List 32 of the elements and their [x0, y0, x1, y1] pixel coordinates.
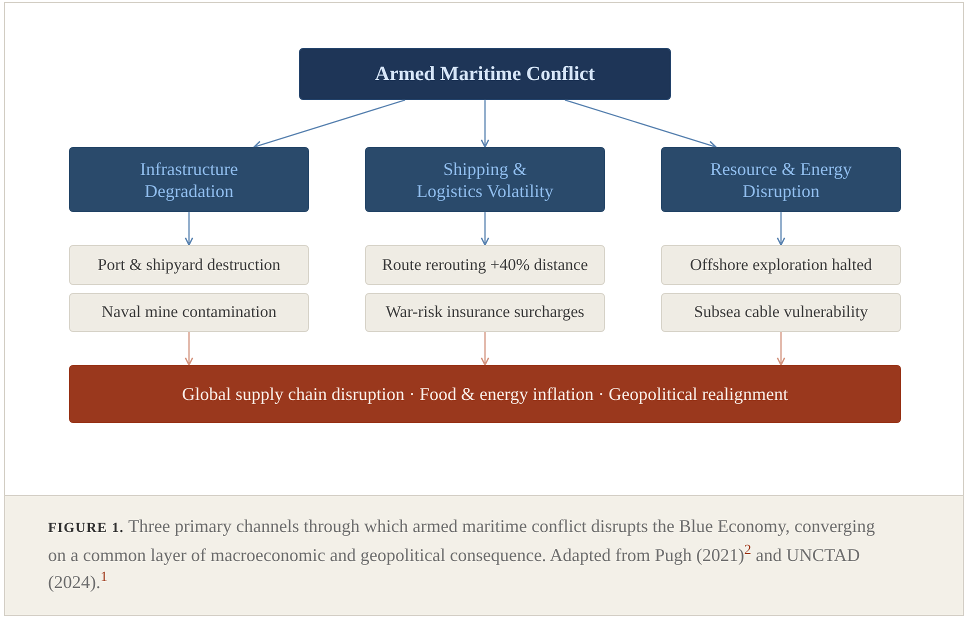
channel-label: Shipping & Logistics Volatility — [416, 158, 554, 202]
effect-box — [661, 293, 901, 332]
root-cause-box — [299, 48, 671, 100]
effect-box — [69, 245, 309, 285]
arrow — [480, 212, 490, 246]
effect-box — [69, 293, 309, 332]
effect-label: Port & shipyard destruction — [98, 254, 280, 276]
channel-label: Infrastructure Degradation — [139, 158, 239, 202]
consequence-label: Global supply chain disruption · Food & energy inflation · Geopolitical realignment — [182, 382, 788, 406]
root-cause-title: Armed Maritime Conflict — [375, 62, 595, 86]
effect-label: Naval mine contamination — [101, 302, 277, 323]
channel-box — [661, 147, 901, 212]
arrow — [564, 99, 717, 150]
effect-box — [365, 245, 605, 285]
channel-label: Resource & Energy Disruption — [709, 158, 853, 202]
arrow — [776, 332, 786, 366]
effect-box — [365, 293, 605, 332]
effect-label: Offshore exploration halted — [690, 254, 872, 276]
arrow — [776, 212, 786, 246]
arrow — [480, 332, 490, 366]
arrow — [184, 212, 194, 246]
effect-label: War-risk insurance surcharges — [386, 302, 584, 323]
figure-caption: FIGURE 1. Three primary channels through which armed maritime conflict disrupts the Blue Economy, converging on a common layer of macroeconomic and geopolitical consequence. Adapted from Pugh (2021)$^{2}$ and UNCTAD (2024).$^{1}$ — [48, 515, 876, 594]
effect-label: Subsea cable vulnerability — [694, 302, 868, 323]
channel-box — [69, 147, 309, 212]
consequence-banner — [69, 365, 901, 423]
arrow — [184, 332, 194, 366]
arrow — [253, 99, 406, 150]
arrow — [480, 100, 490, 148]
effect-box — [661, 245, 901, 285]
effect-label: Route rerouting +40% distance — [382, 254, 588, 276]
channel-box — [365, 147, 605, 212]
